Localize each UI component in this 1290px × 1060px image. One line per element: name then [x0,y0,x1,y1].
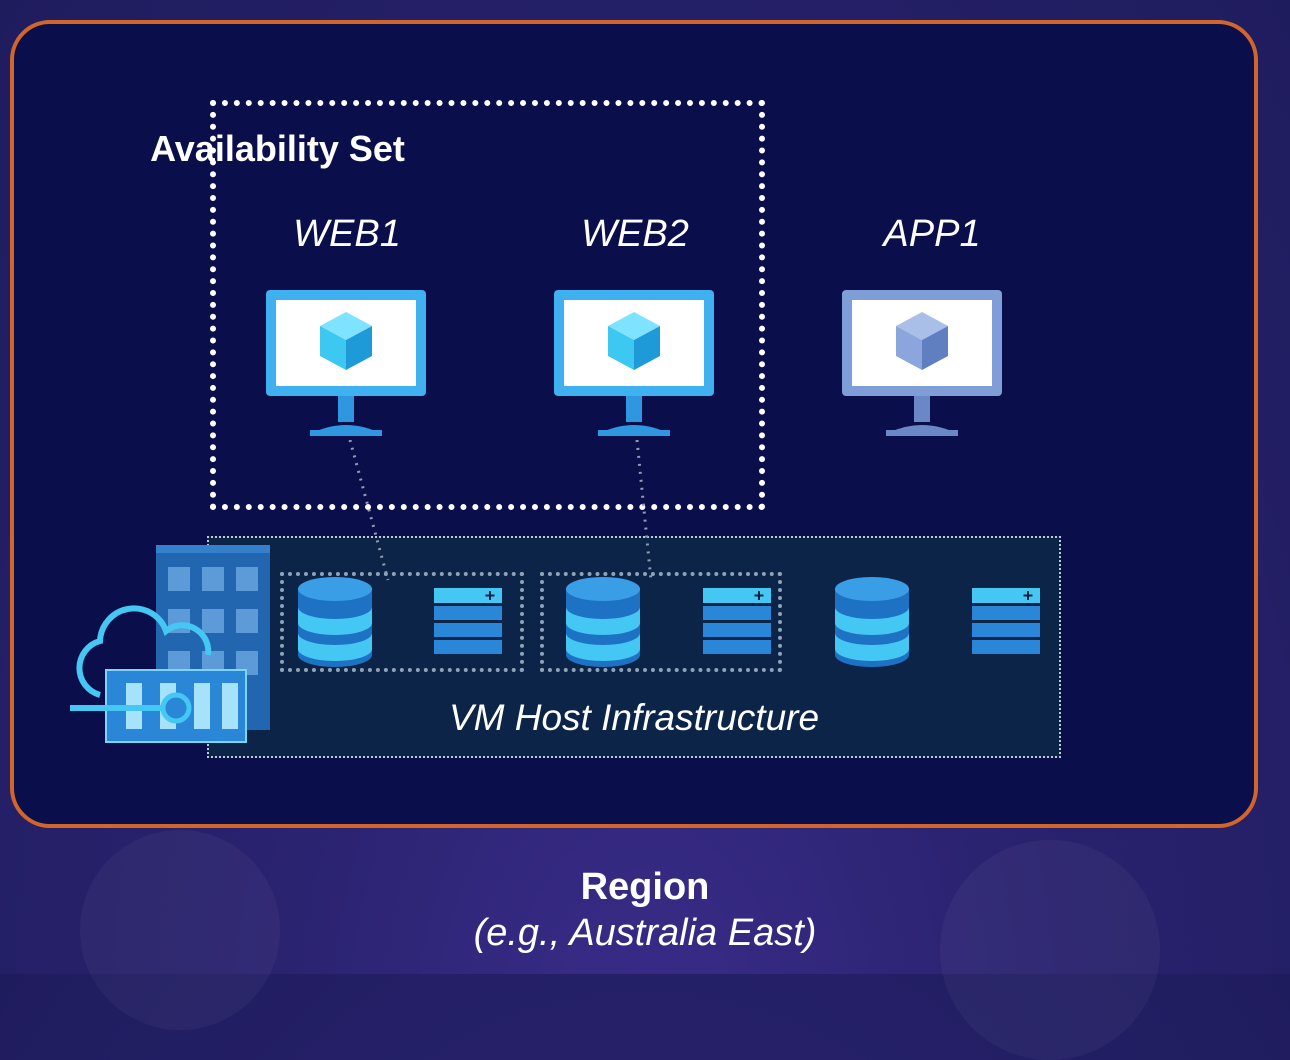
database-icon [566,577,640,667]
connector-line-web2 [635,440,653,581]
host-group-1 [280,572,524,672]
host-group-2 [540,572,782,672]
connector-line-web1 [348,440,390,581]
virtual-machine-icon [842,290,1002,436]
vm-label-web2: WEB2 [581,213,689,255]
storage-stack-icon [434,588,502,654]
vm-label-web1: WEB1 [293,213,401,255]
availability-set-title: Availability Set [150,128,405,169]
database-icon [835,577,909,667]
datacenter-cloud-icon [70,545,270,743]
virtual-machine-icon [554,290,714,436]
region-title: Region [580,866,710,908]
storage-stack-icon [972,588,1040,654]
database-icon [298,577,372,667]
availability-set-boundary [210,100,765,510]
region-subtitle: (e.g., Australia East) [473,912,817,954]
host-infrastructure-label: VM Host Infrastructure [448,697,820,738]
storage-stack-icon [703,588,771,654]
vm-label-app1: APP1 [883,213,981,255]
virtual-machine-icon [266,290,426,436]
